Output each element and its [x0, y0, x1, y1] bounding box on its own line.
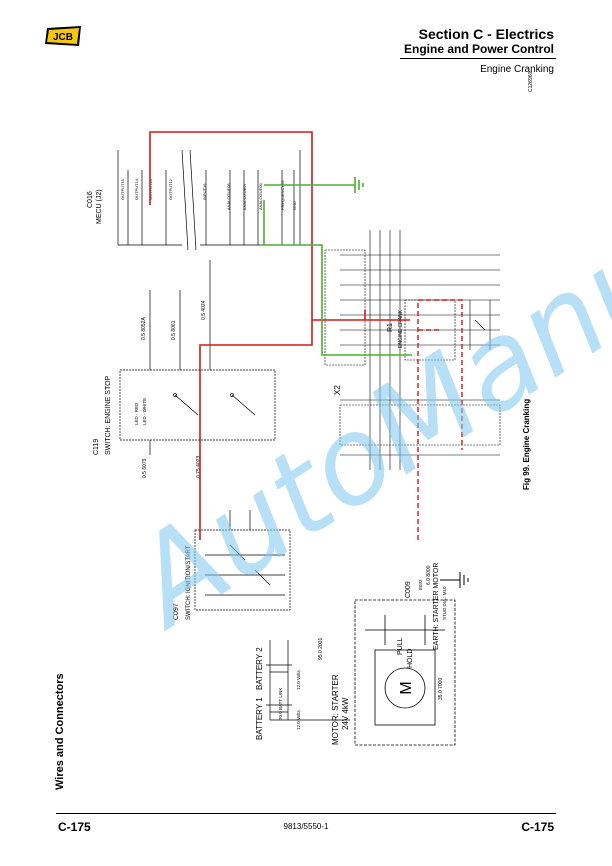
- jcb-logo: JCB: [44, 24, 84, 48]
- wire-7000: 35.0 7000: [438, 678, 444, 700]
- battery-1-label: BATTERY 1: [255, 697, 264, 740]
- page-subtitle: Engine and Power Control: [403, 42, 554, 56]
- c016-pin-7: ANALOGUE07: [242, 183, 247, 210]
- section-name: Engine Cranking: [480, 64, 554, 75]
- c119-contact-2: LED - WHITE: [142, 398, 147, 425]
- c016-pin-2: OUTPUT14: [134, 178, 139, 200]
- c016-ecu-connector: [117, 149, 301, 251]
- c016-name: MECU (J2): [96, 189, 103, 224]
- side-title: Wires and Connectors: [54, 673, 66, 790]
- c016-pin-5: INPUT19: [202, 183, 207, 200]
- c016-pin-10: GND: [292, 201, 297, 210]
- c119-name: SWITCH: ENGINE STOP: [105, 375, 112, 455]
- red-dashed-circuit: [417, 299, 463, 540]
- brand-text: JCB: [53, 32, 73, 43]
- c009-name: EARTH: STARTER MOTOR: [433, 563, 440, 650]
- wire-8052a: 0.5 8052A: [141, 317, 147, 340]
- wire-4023: 0.75 4023: [196, 456, 202, 478]
- wire-2001: 95.0 2001: [318, 638, 324, 660]
- battery-pack: [266, 640, 350, 721]
- battery-1-volts: 12.0 Volts: [296, 709, 301, 730]
- green-circuit: [263, 184, 412, 356]
- footer-rule: [56, 813, 556, 814]
- starter-motor: [354, 599, 456, 746]
- wire-6079: 0.5 6079: [142, 458, 148, 478]
- motor-name: MOTOR: STARTER: [331, 674, 340, 745]
- c119-ref: C119: [93, 439, 100, 455]
- battery-2-volts: 12.0 Volts: [296, 669, 301, 690]
- c097-ref: C097: [173, 603, 180, 620]
- relay-ref: R1: [387, 323, 394, 332]
- c016-pin-4: OUTPUT12: [168, 178, 173, 200]
- battery-2-label: BATTERY 2: [255, 647, 264, 690]
- c016-pin-1: OUTPUT15: [120, 178, 125, 200]
- c119-contact-1: LED - RED: [134, 402, 139, 425]
- ground-icon: [354, 177, 364, 193]
- motor-pull: PULL: [397, 637, 404, 655]
- earth-symbol: [440, 572, 469, 588]
- motor-symbol: M: [398, 681, 415, 694]
- wire-8000: 6.0 8000: [426, 565, 432, 585]
- footer-page-right: C-175: [521, 820, 554, 834]
- x2-connector-label: X2: [333, 385, 342, 395]
- c097-name: SWITCH: IGNITION/START: [186, 545, 192, 620]
- c016-pin-labels: OUTPUT15 OUTPUT14 OUTPUT13 OUTPUT12 INPU…: [120, 178, 297, 210]
- red-circuit: [149, 131, 410, 540]
- wire-8061: 0.5 8061: [171, 320, 177, 340]
- c016-pin-6: ANALOGUE05: [226, 183, 231, 210]
- header-rule: [400, 58, 556, 59]
- footer-page-left: C-175: [58, 820, 91, 834]
- c016-pin-8: ANALOGUE09: [258, 183, 263, 210]
- wire-4024: 0.5 4024: [201, 300, 207, 320]
- c097-switch: [194, 510, 291, 611]
- relay-name: ENGINE CRANK: [398, 309, 404, 348]
- battery-link: 70.0 BATT LINK: [278, 688, 283, 720]
- footer-doc-number: 9813/5550-1: [283, 822, 329, 831]
- page-title: Section C - Electrics: [418, 26, 554, 42]
- c009-ref: C009: [405, 581, 412, 598]
- relay-block: [324, 230, 501, 470]
- motor-rating: 24V 4kW: [341, 697, 350, 730]
- motor-hold: HOLD: [407, 649, 414, 668]
- c009-code: E032: [418, 579, 423, 590]
- wire-labels: 0.5 8052A 0.5 8061 0.5 4024 0.5 6079 0.7…: [141, 300, 444, 700]
- c016-ref: C016: [87, 191, 94, 208]
- figure-caption: Fig 99. Engine Cranking: [522, 398, 531, 490]
- c016-pin-9: FREQUENCY04: [280, 180, 285, 210]
- c009-spec: STUD DIA.: M10: [442, 586, 447, 620]
